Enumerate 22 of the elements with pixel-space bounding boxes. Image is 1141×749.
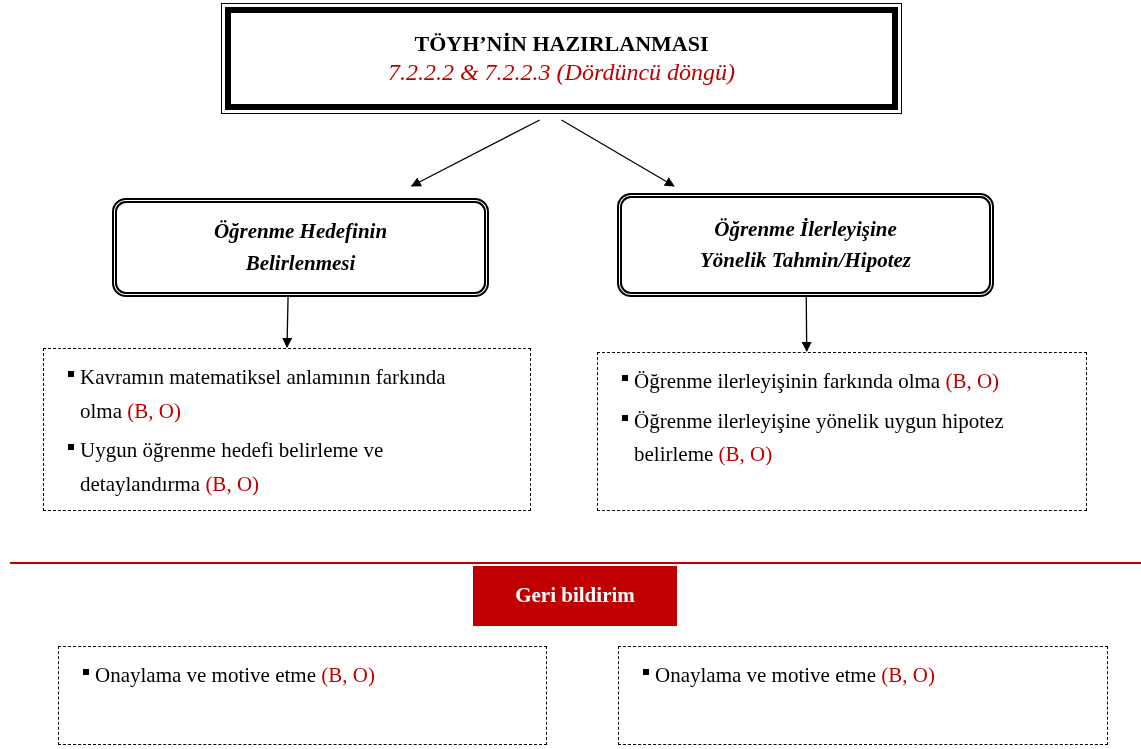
- list-item-text: Öğrenme ilerleyişine yönelik uygun hipotez belirleme (B, O): [634, 407, 1005, 469]
- list-item-text: Kavramın matematiksel anlamının farkında olma (B, O): [80, 364, 447, 425]
- section-banner: Geri bildirim: [473, 566, 677, 626]
- dashed-box: [58, 646, 547, 745]
- step-text: Öğrenme Hedefinin Belirlenmesi: [212, 218, 389, 277]
- list-item-text: Öğrenme ilerleyişinin farkında olma (B, O): [634, 368, 1000, 395]
- title-box: [221, 3, 902, 114]
- dashed-box: [618, 646, 1108, 745]
- arrow: [282, 296, 293, 348]
- title-text: TÖYH’NİN HAZIRLANMASI: [414, 29, 709, 58]
- dashed-box: [597, 352, 1087, 511]
- subtitle-text: 7.2.2.2 & 7.2.2.3 (Dördüncü döngü): [387, 58, 736, 88]
- step-text: Öğrenme İlerleyişine Yönelik Tahmin/Hipotez: [699, 215, 912, 274]
- dashed-box: [43, 348, 531, 511]
- list-item-text: Onaylama ve motive etme (B, O): [655, 662, 935, 689]
- list-item-text: Onaylama ve motive etme (B, O): [95, 662, 375, 689]
- arrow: [801, 296, 812, 352]
- process-box: [617, 193, 994, 297]
- process-box: [112, 198, 489, 297]
- list-item-text: Uygun öğrenme hedefi belirleme ve detaylandırma (B, O): [80, 437, 385, 498]
- arrow: [560, 119, 675, 187]
- arrow: [410, 119, 541, 187]
